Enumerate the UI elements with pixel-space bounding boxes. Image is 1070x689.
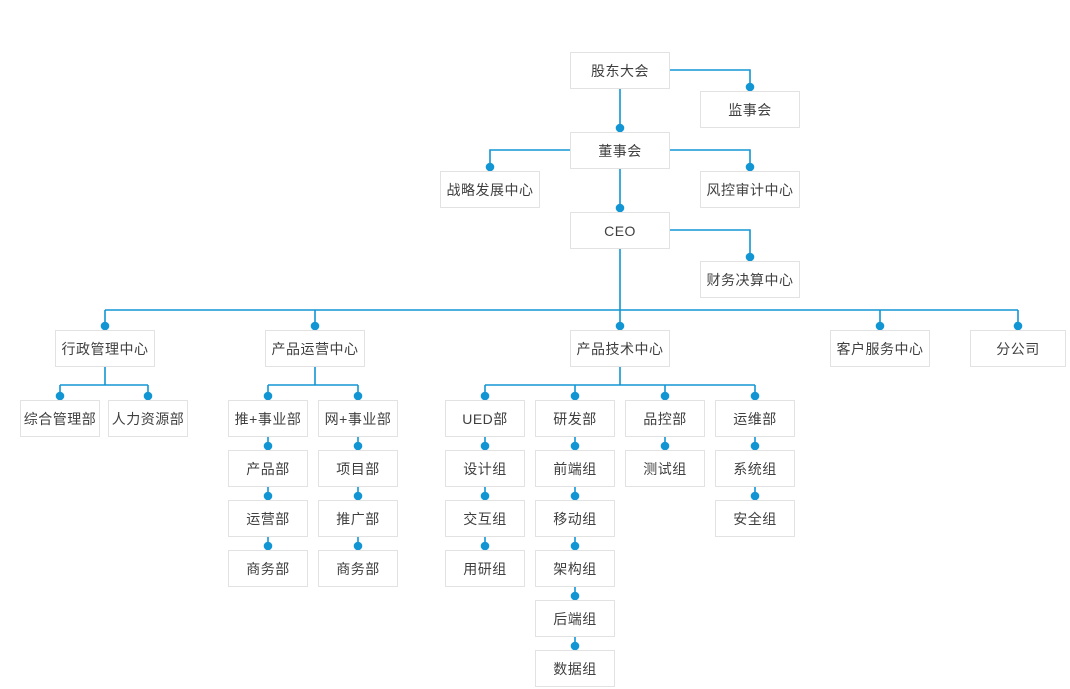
node-product-dept: 产品部 bbox=[228, 450, 308, 487]
node-board-of-directors: 董事会 bbox=[570, 132, 670, 169]
node-operations-dept: 运营部 bbox=[228, 500, 308, 537]
node-business-dept-tui: 商务部 bbox=[228, 550, 308, 587]
node-rd-dept: 研发部 bbox=[535, 400, 615, 437]
node-product-ops-center: 产品运营中心 bbox=[265, 330, 365, 367]
node-mobile-group: 移动组 bbox=[535, 500, 615, 537]
node-qc-dept: 品控部 bbox=[625, 400, 705, 437]
node-admin-center: 行政管理中心 bbox=[55, 330, 155, 367]
node-general-mgmt-dept: 综合管理部 bbox=[20, 400, 100, 437]
node-shareholders: 股东大会 bbox=[570, 52, 670, 89]
node-data-group: 数据组 bbox=[535, 650, 615, 687]
node-tui-division: 推+事业部 bbox=[228, 400, 308, 437]
node-testing-group: 测试组 bbox=[625, 450, 705, 487]
node-system-group: 系统组 bbox=[715, 450, 795, 487]
node-business-dept-wang: 商务部 bbox=[318, 550, 398, 587]
node-product-tech-center: 产品技术中心 bbox=[570, 330, 670, 367]
node-ued-dept: UED部 bbox=[445, 400, 525, 437]
node-design-group: 设计组 bbox=[445, 450, 525, 487]
node-user-research-group: 用研组 bbox=[445, 550, 525, 587]
node-promotion-dept: 推广部 bbox=[318, 500, 398, 537]
node-strategy-center: 战略发展中心 bbox=[440, 171, 540, 208]
node-architecture-group: 架构组 bbox=[535, 550, 615, 587]
node-supervisory-board: 监事会 bbox=[700, 91, 800, 128]
node-ops-dept: 运维部 bbox=[715, 400, 795, 437]
node-customer-service-center: 客户服务中心 bbox=[830, 330, 930, 367]
node-wang-division: 网+事业部 bbox=[318, 400, 398, 437]
node-branch-company: 分公司 bbox=[970, 330, 1066, 367]
node-hr-dept: 人力资源部 bbox=[108, 400, 188, 437]
node-interaction-group: 交互组 bbox=[445, 500, 525, 537]
node-backend-group: 后端组 bbox=[535, 600, 615, 637]
node-project-dept: 项目部 bbox=[318, 450, 398, 487]
node-ceo: CEO bbox=[570, 212, 670, 249]
node-security-group: 安全组 bbox=[715, 500, 795, 537]
node-risk-audit-center: 风控审计中心 bbox=[700, 171, 800, 208]
node-finance-center: 财务决算中心 bbox=[700, 261, 800, 298]
node-frontend-group: 前端组 bbox=[535, 450, 615, 487]
